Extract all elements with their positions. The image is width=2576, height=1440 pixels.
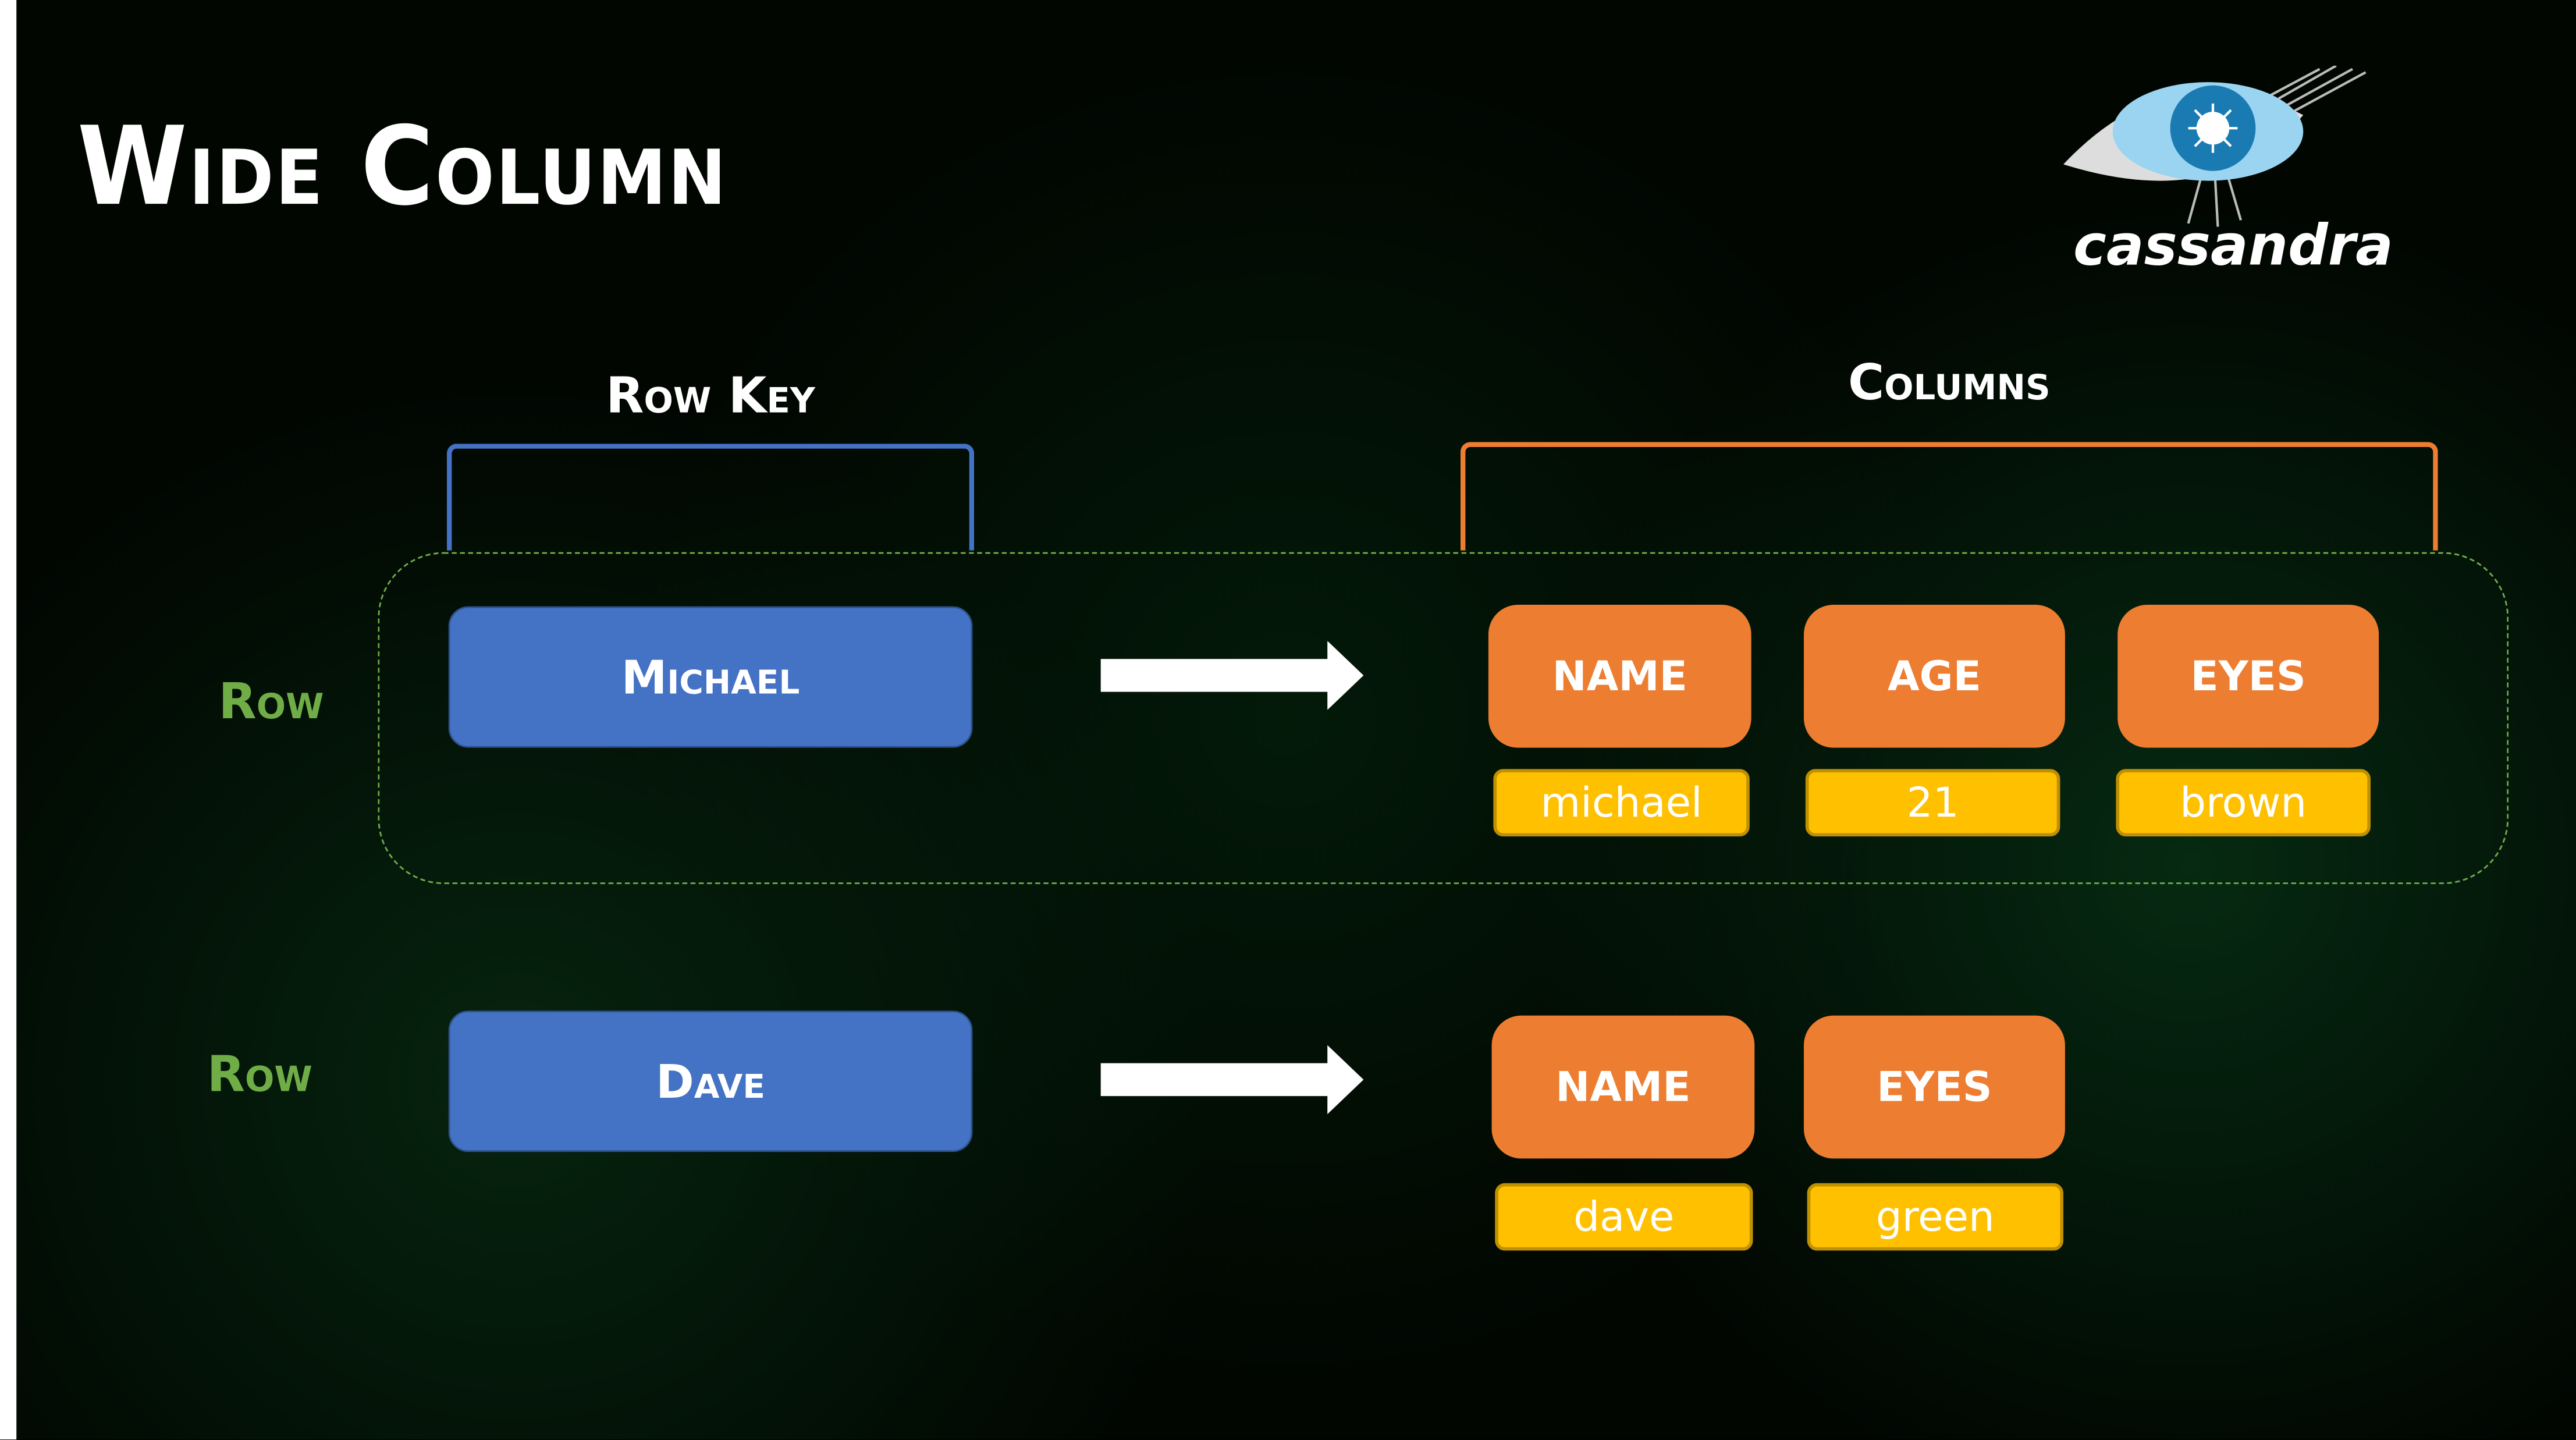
column-name: NAME — [1488, 604, 1751, 748]
column-age: AGE — [1803, 604, 2065, 748]
cassandra-logo-text: cassandra — [2073, 214, 2393, 279]
row-key-dave: Dave — [448, 1010, 973, 1152]
cassandra-eye-logo-icon — [2063, 65, 2367, 227]
row-key-header: Row Key — [606, 368, 815, 426]
columns-bracket — [1460, 442, 2438, 551]
column-eyes: EYES — [2117, 604, 2379, 748]
value-eyes: brown — [2116, 769, 2371, 837]
column-name: NAME — [1491, 1015, 1755, 1159]
row-label: Row — [218, 673, 324, 732]
row-key-bracket — [446, 444, 975, 551]
row-label: Row — [207, 1047, 312, 1105]
value-name: michael — [1493, 769, 1750, 837]
row-highlight-box — [378, 552, 2509, 884]
left-edge — [0, 0, 17, 1440]
column-eyes: EYES — [1803, 1015, 2065, 1159]
columns-header: Columns — [1847, 354, 2051, 413]
value-age: 21 — [1805, 769, 2060, 837]
arrow-right-icon — [1100, 1045, 1364, 1115]
row-key-michael: Michael — [448, 606, 973, 748]
slide-title: Wide Column — [77, 103, 728, 230]
value-eyes: green — [1807, 1183, 2064, 1251]
arrow-right-icon — [1100, 641, 1364, 710]
value-name: dave — [1495, 1183, 1753, 1251]
